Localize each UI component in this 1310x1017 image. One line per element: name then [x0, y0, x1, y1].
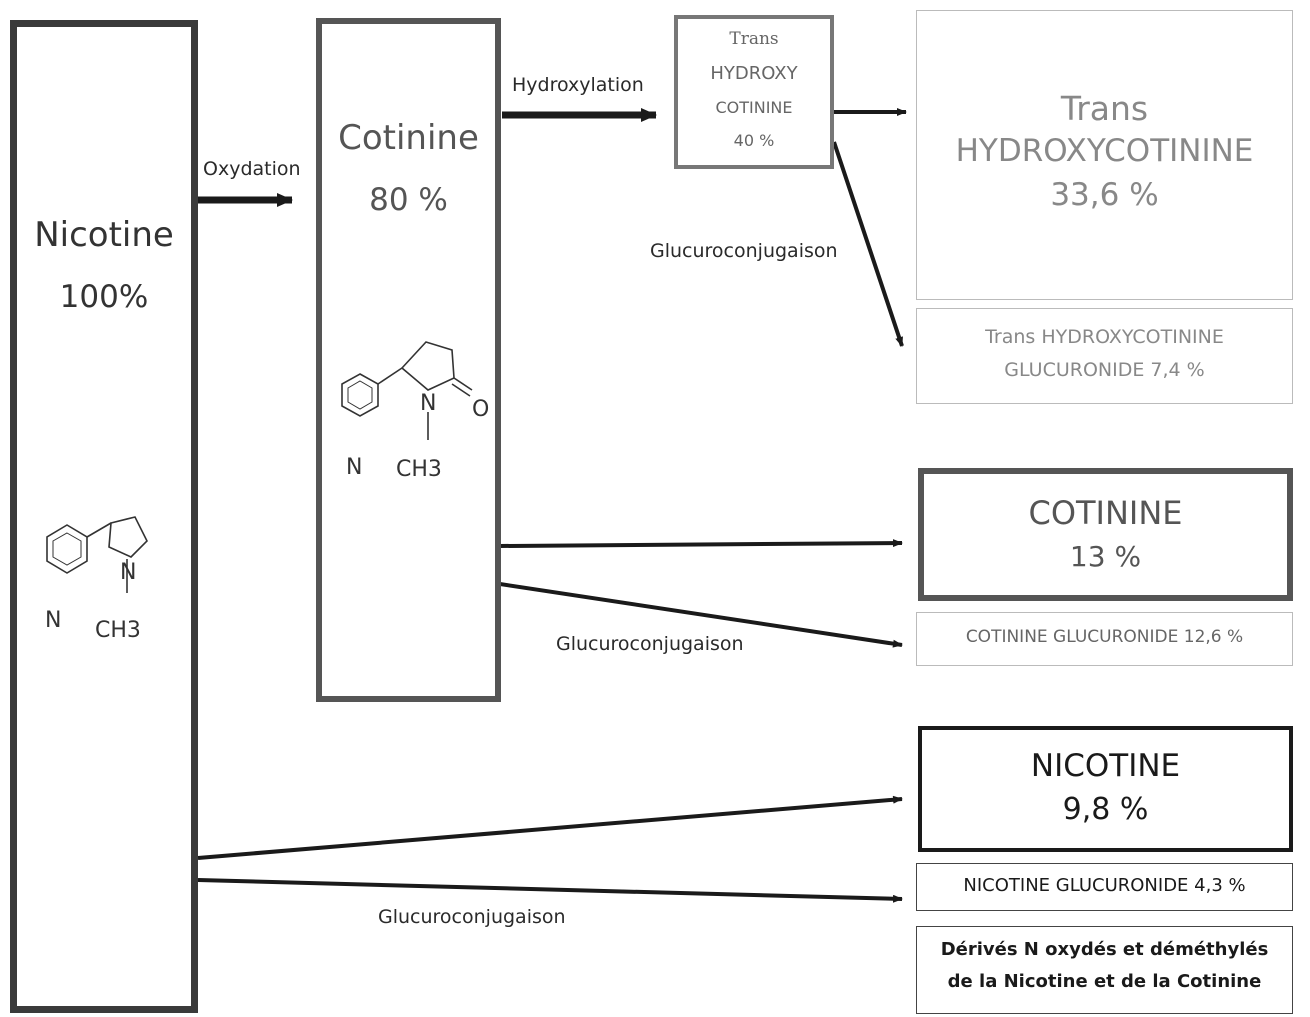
result-trans-hc-gluc-box: Trans HYDROXYCOTININE GLUCURONIDE 7,4 % [916, 308, 1293, 404]
result-cotinine-gluc-box: COTININE GLUCURONIDE 12,6 % [916, 612, 1293, 666]
trans-hc-intermediate-box: Trans HYDROXY COTININE 40 % [674, 15, 834, 169]
cotinine-name: Cotinine [338, 118, 479, 158]
result-nicotine-line1: NICOTINE [1030, 748, 1181, 784]
result-cotinine-gluc-line1: COTININE GLUCURONIDE 12,6 % [965, 627, 1244, 647]
trans-hc-intermediate-line4: 40 % [733, 131, 775, 150]
result-trans-hc-gluc-line2: GLUCURONIDE 7,4 % [1004, 359, 1205, 381]
result-trans-hc-line1: Trans [1060, 89, 1149, 128]
label-oxydation: Oxydation [203, 158, 301, 180]
cotinine-percent: 80 % [369, 182, 448, 218]
label-hydroxylation: Hydroxylation [512, 74, 644, 96]
result-trans-hc-line2: HYDROXYCOTININE [955, 133, 1254, 169]
arrow-to-cotinine-gluc [499, 582, 903, 648]
result-cotinine-box: COTININE 13 % [918, 468, 1293, 601]
nicotine-methyl: CH3 [95, 618, 141, 643]
result-nicotine-line2: 9,8 % [1062, 792, 1149, 827]
nicotine-box: Nicotine 100% N N CH3 [10, 20, 198, 1013]
label-glucuroconjugaison-bottom: Glucuroconjugaison [378, 906, 566, 928]
arrow-to-nicotine-gluc [197, 878, 903, 903]
arrow-to-cotinine [499, 539, 903, 548]
trans-hc-intermediate-line3: COTININE [715, 98, 793, 117]
trans-hc-intermediate-line2: HYDROXY [710, 63, 798, 84]
cotinine-structure: N N O CH3 [341, 341, 489, 482]
result-cotinine-line1: COTININE [1028, 494, 1183, 532]
result-nicotine-gluc-line1: NICOTINE GLUCURONIDE 4,3 % [963, 875, 1246, 896]
result-nicotine-gluc-box: NICOTINE GLUCURONIDE 4,3 % [916, 863, 1293, 911]
label-glucuroconjugaison-top: Glucuroconjugaison [650, 240, 838, 262]
nicotine-name: Nicotine [34, 215, 174, 255]
cotinine-pyrrolidine-n: N [420, 391, 436, 416]
trans-hc-intermediate-line1: Trans [729, 29, 779, 49]
nicotine-pyrrolidine-n: N [120, 560, 136, 585]
result-derives-line1: Dérivés N oxydés et déméthylés [940, 939, 1269, 960]
result-derives-box: Dérivés N oxydés et déméthylés de la Nic… [916, 926, 1293, 1014]
result-nicotine-box: NICOTINE 9,8 % [918, 726, 1293, 852]
result-trans-hc-line3: 33,6 % [1050, 177, 1159, 213]
nicotine-percent: 100% [59, 279, 149, 315]
cotinine-methyl: CH3 [396, 457, 442, 482]
arrow-to-nicotine [197, 795, 903, 860]
cotinine-ring-n: N [346, 455, 362, 480]
result-trans-hc-gluc-line1: Trans HYDROXYCOTININE [985, 326, 1224, 348]
result-trans-hc-box: Trans HYDROXYCOTININE 33,6 % [916, 10, 1293, 300]
arrow-to-trans-hc-gluc [832, 141, 904, 347]
nicotine-structure: N N CH3 [45, 516, 148, 643]
cotinine-box: Cotinine 80 % N N O CH3 [316, 18, 501, 702]
result-derives-line2: de la Nicotine et de la Cotinine [947, 971, 1262, 992]
label-glucuroconjugaison-mid: Glucuroconjugaison [556, 633, 744, 655]
result-cotinine-line2: 13 % [1069, 540, 1142, 573]
cotinine-oxygen: O [472, 397, 489, 422]
nicotine-ring-n: N [45, 608, 61, 633]
